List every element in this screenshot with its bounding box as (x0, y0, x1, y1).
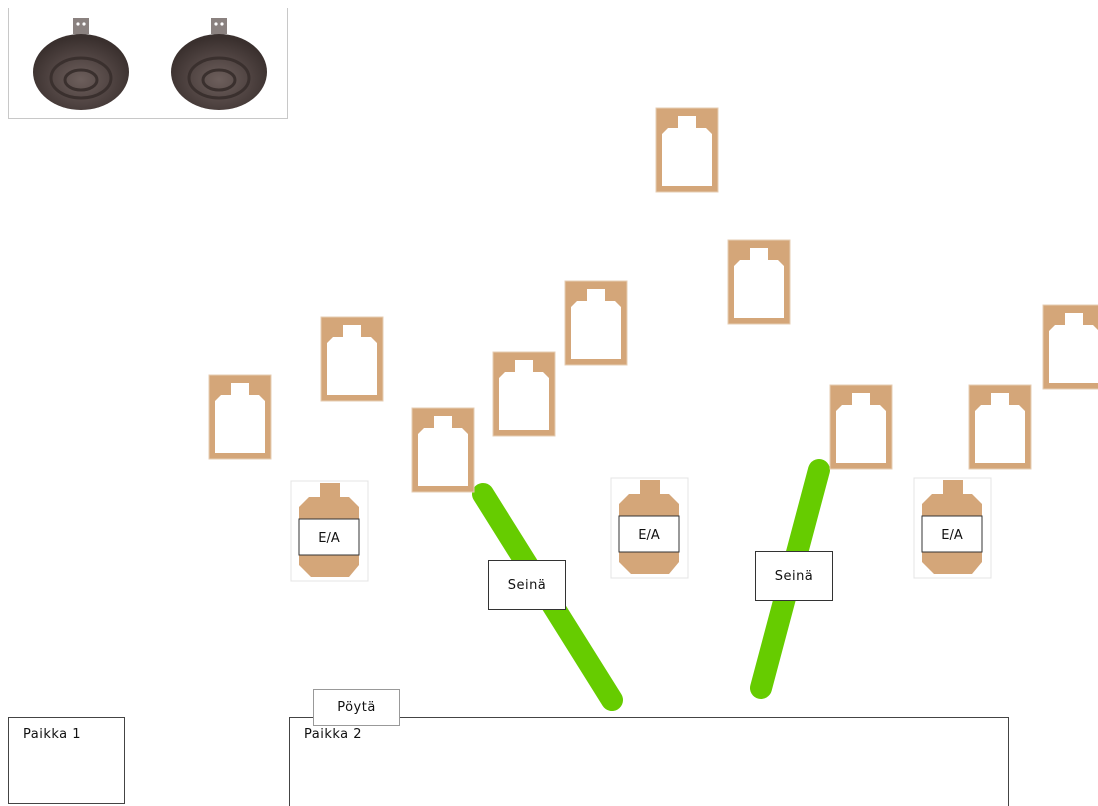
paper-target-6 (1042, 304, 1098, 390)
paper-target-10 (968, 384, 1032, 470)
position-1-label: Paikka 1 (23, 727, 82, 742)
steel-targets-panel (8, 8, 288, 119)
no-shoot-label-3: E/A (941, 528, 963, 543)
steel-target-2 (171, 18, 267, 110)
paper-target-9 (829, 384, 893, 470)
position-2-label: Paikka 2 (304, 727, 363, 742)
steel-targets-svg (33, 18, 267, 110)
no-shoot-target-2: E/A (610, 477, 689, 579)
paper-target-2 (727, 239, 791, 325)
paper-target-4 (320, 316, 384, 402)
no-shoot-target-1: E/A (290, 480, 369, 582)
paper-target-7 (208, 374, 272, 460)
no-shoot-target-3: E/A (913, 477, 992, 579)
position-1: Paikka 1 (8, 717, 125, 804)
no-shoot-label-1: E/A (318, 531, 340, 546)
table-label: Pöytä (313, 689, 400, 726)
wall-label-2: Seinä (755, 551, 833, 601)
paper-target-1 (655, 107, 719, 193)
wall-label-1: Seinä (488, 560, 566, 610)
no-shoot-label-2: E/A (638, 528, 660, 543)
paper-target-5 (492, 351, 556, 437)
position-2: Paikka 2 (289, 717, 1009, 806)
paper-target-8 (411, 407, 475, 493)
paper-target-3 (564, 280, 628, 366)
steel-target-1 (33, 18, 129, 110)
